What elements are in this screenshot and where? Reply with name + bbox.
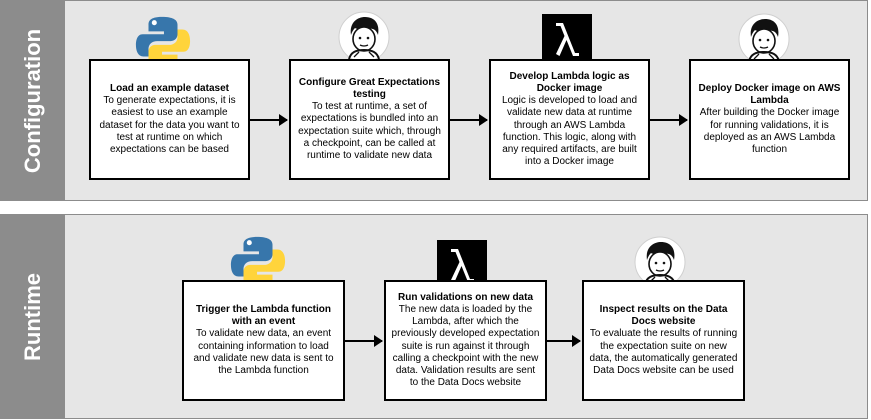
step-title: Trigger the Lambda function with an even… (195, 303, 331, 328)
runtime-sidebar: Runtime (1, 215, 65, 418)
step-body: To test at runtime, a set of expectation… (298, 101, 441, 161)
step-title: Run validations on new data (397, 291, 533, 303)
step-body: The new data is loaded by the Lambda, af… (391, 303, 540, 389)
step-deploy-docker-image: Deploy Docker image on AWS Lambda After … (689, 59, 850, 180)
step-title: Load an example dataset (110, 82, 229, 94)
flow-arrow (547, 335, 581, 347)
great-expectations-logo-icon (738, 13, 790, 65)
step-body: To evaluate the results of running the e… (589, 328, 738, 376)
flow-arrow (345, 335, 383, 347)
flow-arrow (650, 114, 688, 126)
configuration-label: Configuration (20, 28, 45, 173)
configuration-sidebar: Configuration (1, 1, 65, 200)
step-body: To generate expectations, it is easiest … (99, 95, 240, 155)
step-body: Logic is developed to load and validate … (501, 95, 638, 168)
flow-arrow (250, 114, 288, 126)
step-run-validations: Run validations on new data The new data… (384, 280, 547, 401)
step-title: Configure Great Expectations testing (298, 76, 441, 100)
step-configure-great-expectations: Configure Great Expectations testing To … (289, 59, 450, 180)
step-title: Develop Lambda logic as Docker image (509, 70, 630, 94)
step-develop-lambda-logic: Develop Lambda logic as Docker image Log… (489, 59, 650, 180)
step-title: Inspect results on the Data Docs website (599, 303, 728, 328)
great-expectations-logo-icon (338, 11, 390, 63)
step-load-example-dataset: Load an example dataset To generate expe… (89, 59, 250, 180)
step-trigger-lambda-function: Trigger the Lambda function with an even… (182, 280, 345, 401)
runtime-label: Runtime (20, 272, 45, 361)
aws-lambda-icon (542, 14, 592, 64)
step-inspect-results: Inspect results on the Data Docs website… (582, 280, 745, 401)
step-body: After building the Docker image for runn… (699, 107, 840, 155)
step-title: Deploy Docker image on AWS Lambda (698, 82, 841, 107)
step-body: To validate new data, an event containin… (193, 328, 334, 376)
flow-arrow (450, 114, 488, 126)
